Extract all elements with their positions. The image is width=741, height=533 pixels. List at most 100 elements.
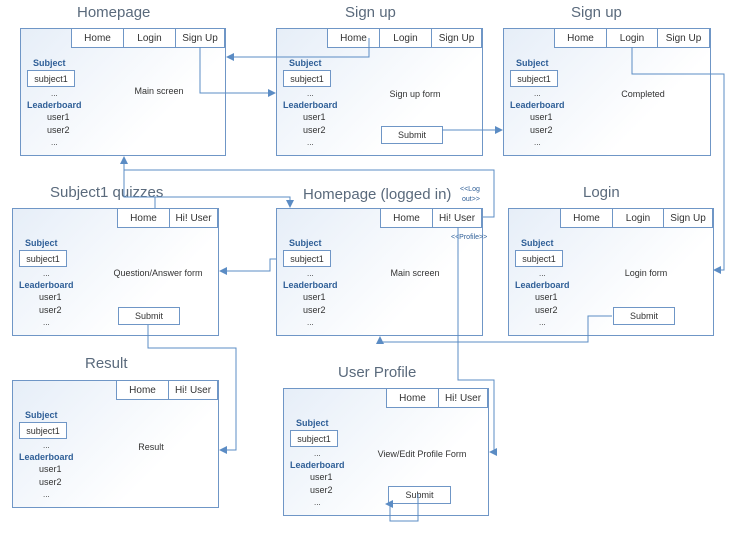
home-button[interactable]: Home — [560, 209, 613, 228]
content-label: Question/Answer form — [113, 268, 203, 278]
submit-button[interactable]: Submit — [613, 307, 675, 325]
leaderboard-user: user1 — [39, 292, 62, 302]
signup-done-title: Sign up — [571, 4, 622, 21]
login-button[interactable]: Login — [123, 29, 176, 48]
ellipsis: ... — [314, 498, 321, 507]
ellipsis: ... — [307, 138, 314, 147]
sidebar: Subject subject1 ... Leaderboard user1 u… — [27, 57, 82, 148]
sidebar: Subject subject1 ... Leaderboard user1 u… — [510, 57, 565, 148]
subject-label: Subject — [296, 418, 329, 428]
subject-label: Subject — [521, 238, 554, 248]
home-button[interactable]: Home — [117, 209, 170, 228]
login-window: Home Login Sign Up Subject subject1 ... … — [508, 208, 714, 336]
subject-item[interactable]: subject1 — [510, 70, 558, 87]
signup-done-window: Home Login Sign Up Subject subject1 ... … — [503, 28, 711, 156]
profile-title: User Profile — [338, 364, 417, 381]
subject-item[interactable]: subject1 — [283, 250, 331, 267]
home-logged-window: Home Hi! User Subject subject1 ... Leade… — [276, 208, 483, 336]
signup-button[interactable]: Sign Up — [657, 29, 710, 48]
home-button[interactable]: Home — [71, 29, 124, 48]
result-title: Result — [85, 355, 128, 372]
subject-item[interactable]: subject1 — [290, 430, 338, 447]
ellipsis: ... — [534, 89, 541, 98]
login-button[interactable]: Login — [606, 29, 658, 48]
leaderboard-user: user2 — [535, 305, 558, 315]
leaderboard-user: user2 — [303, 305, 326, 315]
leaderboard-label: Leaderboard — [515, 280, 570, 290]
submit-button[interactable]: Submit — [118, 307, 180, 325]
sidebar: Subject subject1 ... Leaderboard user1 u… — [283, 237, 338, 328]
home-button[interactable]: Home — [386, 389, 439, 408]
logout-annotation: <<Log — [460, 186, 480, 193]
profile-window: Home Hi! User Subject subject1 ... Leade… — [283, 388, 489, 516]
leaderboard-label: Leaderboard — [510, 100, 565, 110]
home-button[interactable]: Home — [380, 209, 433, 228]
ellipsis: ... — [43, 441, 50, 450]
subject-item[interactable]: subject1 — [515, 250, 563, 267]
profile-annotation: <<Profile>> — [451, 234, 488, 241]
content-label: Result — [138, 442, 164, 452]
content-label: View/Edit Profile Form — [377, 449, 467, 459]
ellipsis: ... — [43, 490, 50, 499]
result-window: Home Hi! User Subject subject1 ... Leade… — [12, 380, 219, 508]
leaderboard-label: Leaderboard — [19, 452, 74, 462]
nav-bar: Home Hi! User — [117, 209, 218, 228]
leaderboard-user: user1 — [303, 112, 326, 122]
user-menu-button[interactable]: Hi! User — [169, 209, 218, 228]
leaderboard-label: Leaderboard — [283, 280, 338, 290]
logout-annotation-cont: out>> — [462, 196, 480, 203]
nav-bar: Home Login Sign Up — [560, 209, 713, 228]
subject-item[interactable]: subject1 — [19, 422, 67, 439]
nav-bar: Home Hi! User — [116, 381, 218, 400]
sidebar: Subject subject1 ... Leaderboard user1 u… — [19, 409, 74, 500]
leaderboard-user: user2 — [47, 125, 70, 135]
login-button[interactable]: Login — [379, 29, 432, 48]
subject-item[interactable]: subject1 — [19, 250, 67, 267]
homepage-window: Home Login Sign Up Subject subject1 ... … — [20, 28, 226, 156]
content-label: Completed — [621, 89, 665, 99]
user-menu-button[interactable]: Hi! User — [432, 209, 482, 228]
home-button[interactable]: Home — [327, 29, 380, 48]
sidebar: Subject subject1 ... Leaderboard user1 u… — [515, 237, 570, 328]
quizzes-window: Home Hi! User Subject subject1 ... Leade… — [12, 208, 219, 336]
leaderboard-user: user1 — [39, 464, 62, 474]
user-menu-button[interactable]: Hi! User — [168, 381, 218, 400]
nav-bar: Home Hi! User — [386, 389, 488, 408]
ellipsis: ... — [51, 138, 58, 147]
leaderboard-user: user1 — [530, 112, 553, 122]
subject-label: Subject — [25, 238, 58, 248]
subject-item[interactable]: subject1 — [27, 70, 75, 87]
ellipsis: ... — [307, 89, 314, 98]
submit-button[interactable]: Submit — [388, 486, 451, 504]
home-button[interactable]: Home — [116, 381, 169, 400]
home-button[interactable]: Home — [554, 29, 607, 48]
leaderboard-label: Leaderboard — [27, 100, 82, 110]
leaderboard-user: user2 — [39, 477, 62, 487]
signup-title: Sign up — [345, 4, 396, 21]
content-label: Login form — [624, 268, 668, 278]
user-menu-button[interactable]: Hi! User — [438, 389, 488, 408]
ellipsis: ... — [307, 269, 314, 278]
nav-bar: Home Login Sign Up — [327, 29, 482, 48]
leaderboard-label: Leaderboard — [19, 280, 74, 290]
leaderboard-user: user2 — [303, 125, 326, 135]
subject-label: Subject — [33, 58, 66, 68]
leaderboard-user: user2 — [39, 305, 62, 315]
submit-button[interactable]: Submit — [381, 126, 443, 144]
home-logged-title: Homepage (logged in) — [303, 186, 452, 203]
signup-button[interactable]: Sign Up — [175, 29, 225, 48]
signup-window: Home Login Sign Up Subject subject1 ... … — [276, 28, 483, 156]
sidebar: Subject subject1 ... Leaderboard user1 u… — [283, 57, 338, 148]
leaderboard-user: user1 — [303, 292, 326, 302]
content-label: Sign up form — [389, 89, 441, 99]
signup-button[interactable]: Sign Up — [431, 29, 482, 48]
login-title: Login — [583, 184, 620, 201]
subject-label: Subject — [25, 410, 58, 420]
subject-item[interactable]: subject1 — [283, 70, 331, 87]
signup-button[interactable]: Sign Up — [663, 209, 713, 228]
ellipsis: ... — [314, 449, 321, 458]
leaderboard-user: user2 — [310, 485, 333, 495]
login-button[interactable]: Login — [612, 209, 664, 228]
subject-label: Subject — [516, 58, 549, 68]
leaderboard-user: user2 — [530, 125, 553, 135]
